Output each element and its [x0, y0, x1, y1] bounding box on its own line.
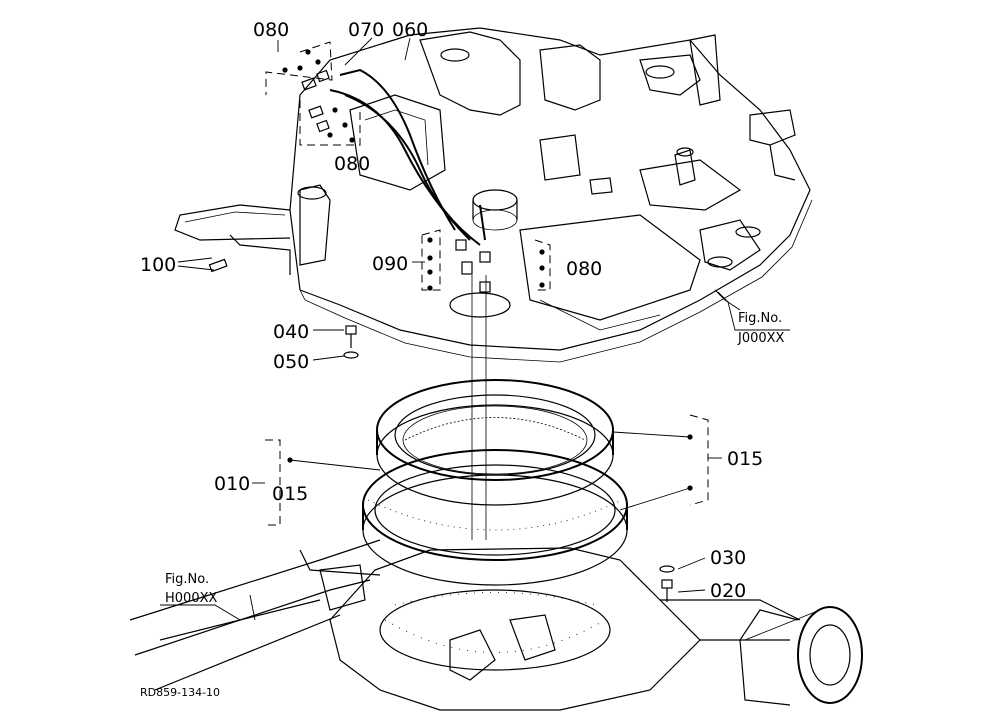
drawing-code: RD859-134-10	[140, 686, 220, 699]
callout-030: 030	[710, 547, 746, 569]
callout-080-mid: 080	[334, 153, 370, 175]
figref-lower-label: Fig.No.	[165, 572, 209, 587]
callout-100: 100	[140, 254, 176, 276]
track-frame	[129, 539, 863, 711]
revolving-frame	[174, 27, 813, 363]
callout-070: 070	[348, 19, 384, 41]
figref-upper-label: Fig.No.	[738, 311, 782, 326]
center-axis-line	[471, 275, 487, 540]
callout-080-top: 080	[253, 19, 289, 41]
callout-060: 060	[392, 19, 428, 41]
callout-050: 050	[273, 351, 309, 373]
callout-015-left: 015	[272, 483, 308, 505]
callout-040: 040	[273, 321, 309, 343]
callout-080-right: 080	[566, 258, 602, 280]
callout-020: 020	[710, 580, 746, 602]
callout-010: 010	[214, 473, 250, 495]
figref-lower-code: H000XX	[165, 591, 217, 606]
group-brackets	[265, 41, 709, 526]
callout-090: 090	[372, 253, 408, 275]
figref-upper-code: J000XX	[737, 331, 785, 346]
swing-bearing	[362, 379, 628, 586]
callout-leaders	[160, 37, 790, 621]
fittings	[208, 69, 675, 602]
hydraulic-hoses	[329, 68, 486, 246]
callout-015-right: 015	[727, 448, 763, 470]
